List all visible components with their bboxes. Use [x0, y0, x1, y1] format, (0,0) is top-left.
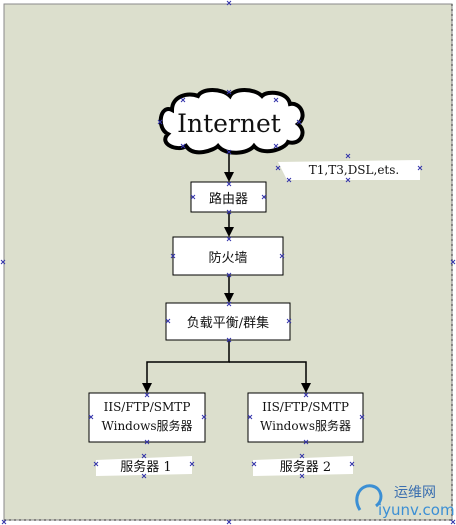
- selection-handle: [359, 414, 365, 420]
- selection-handle: [170, 253, 176, 259]
- server1-caption-tag[interactable]: [96, 456, 192, 476]
- selection-handle: [226, 0, 232, 6]
- selection-handle: [345, 153, 351, 159]
- selection-handle: [286, 177, 292, 183]
- selection-handle: [417, 165, 423, 171]
- swirl-icon: [355, 484, 383, 511]
- selection-handle: [0, 259, 6, 265]
- selection-handle: [226, 236, 232, 242]
- selection-handle: [279, 253, 285, 259]
- watermark-url: iyunv.com: [378, 501, 455, 519]
- balancer-box[interactable]: [165, 302, 291, 341]
- selection-handle: [141, 473, 147, 479]
- selection-handle: [299, 453, 305, 459]
- selection-handle: [226, 301, 232, 307]
- selection-handle: [261, 194, 267, 200]
- selection-handle: [251, 461, 257, 467]
- selection-handle: [345, 177, 351, 183]
- selection-handle: [296, 119, 302, 125]
- selection-handle: [157, 119, 163, 125]
- server2-caption-tag[interactable]: [253, 456, 353, 476]
- selection-handle: [88, 414, 94, 420]
- firewall-box[interactable]: [172, 236, 284, 276]
- watermark-cn: 运维网: [394, 485, 436, 501]
- selection-handle: [247, 414, 253, 420]
- selection-handle: [165, 318, 171, 324]
- selection-handle: [273, 143, 279, 149]
- selection-handle: [180, 97, 186, 103]
- server2-box[interactable]: [247, 392, 364, 443]
- selection-handle: [349, 461, 355, 467]
- balancer-to-servers-connector: [142, 340, 230, 393]
- selection-handle: [180, 143, 186, 149]
- selection-handle: [144, 439, 150, 445]
- selection-handle: [141, 453, 147, 459]
- selection-handle: [299, 473, 305, 479]
- selection-handle: [226, 337, 232, 343]
- selection-handle: [303, 392, 309, 398]
- selection-handle: [450, 519, 456, 525]
- balancer-to-server2-connector: [229, 361, 311, 393]
- router-box[interactable]: [190, 181, 267, 213]
- selection-handle: [303, 439, 309, 445]
- selection-handle: [190, 194, 196, 200]
- selection-handle: [226, 149, 232, 155]
- selection-handle: [189, 461, 195, 467]
- selection-handle: [275, 165, 281, 171]
- selection-handle: [1, 519, 7, 525]
- selection-handle: [286, 318, 292, 324]
- selection-handle: [201, 414, 207, 420]
- selection-handle: [144, 392, 150, 398]
- selection-handle: [226, 519, 232, 525]
- selection-handle: [226, 272, 232, 278]
- selection-handle: [93, 461, 99, 467]
- server1-box[interactable]: [88, 392, 206, 443]
- selection-handle: [226, 89, 232, 95]
- selection-handle: [226, 181, 232, 187]
- link-label-tag[interactable]: [278, 160, 420, 180]
- selection-handle: [450, 259, 456, 265]
- selection-handle: [226, 209, 232, 215]
- selection-handle: [273, 97, 279, 103]
